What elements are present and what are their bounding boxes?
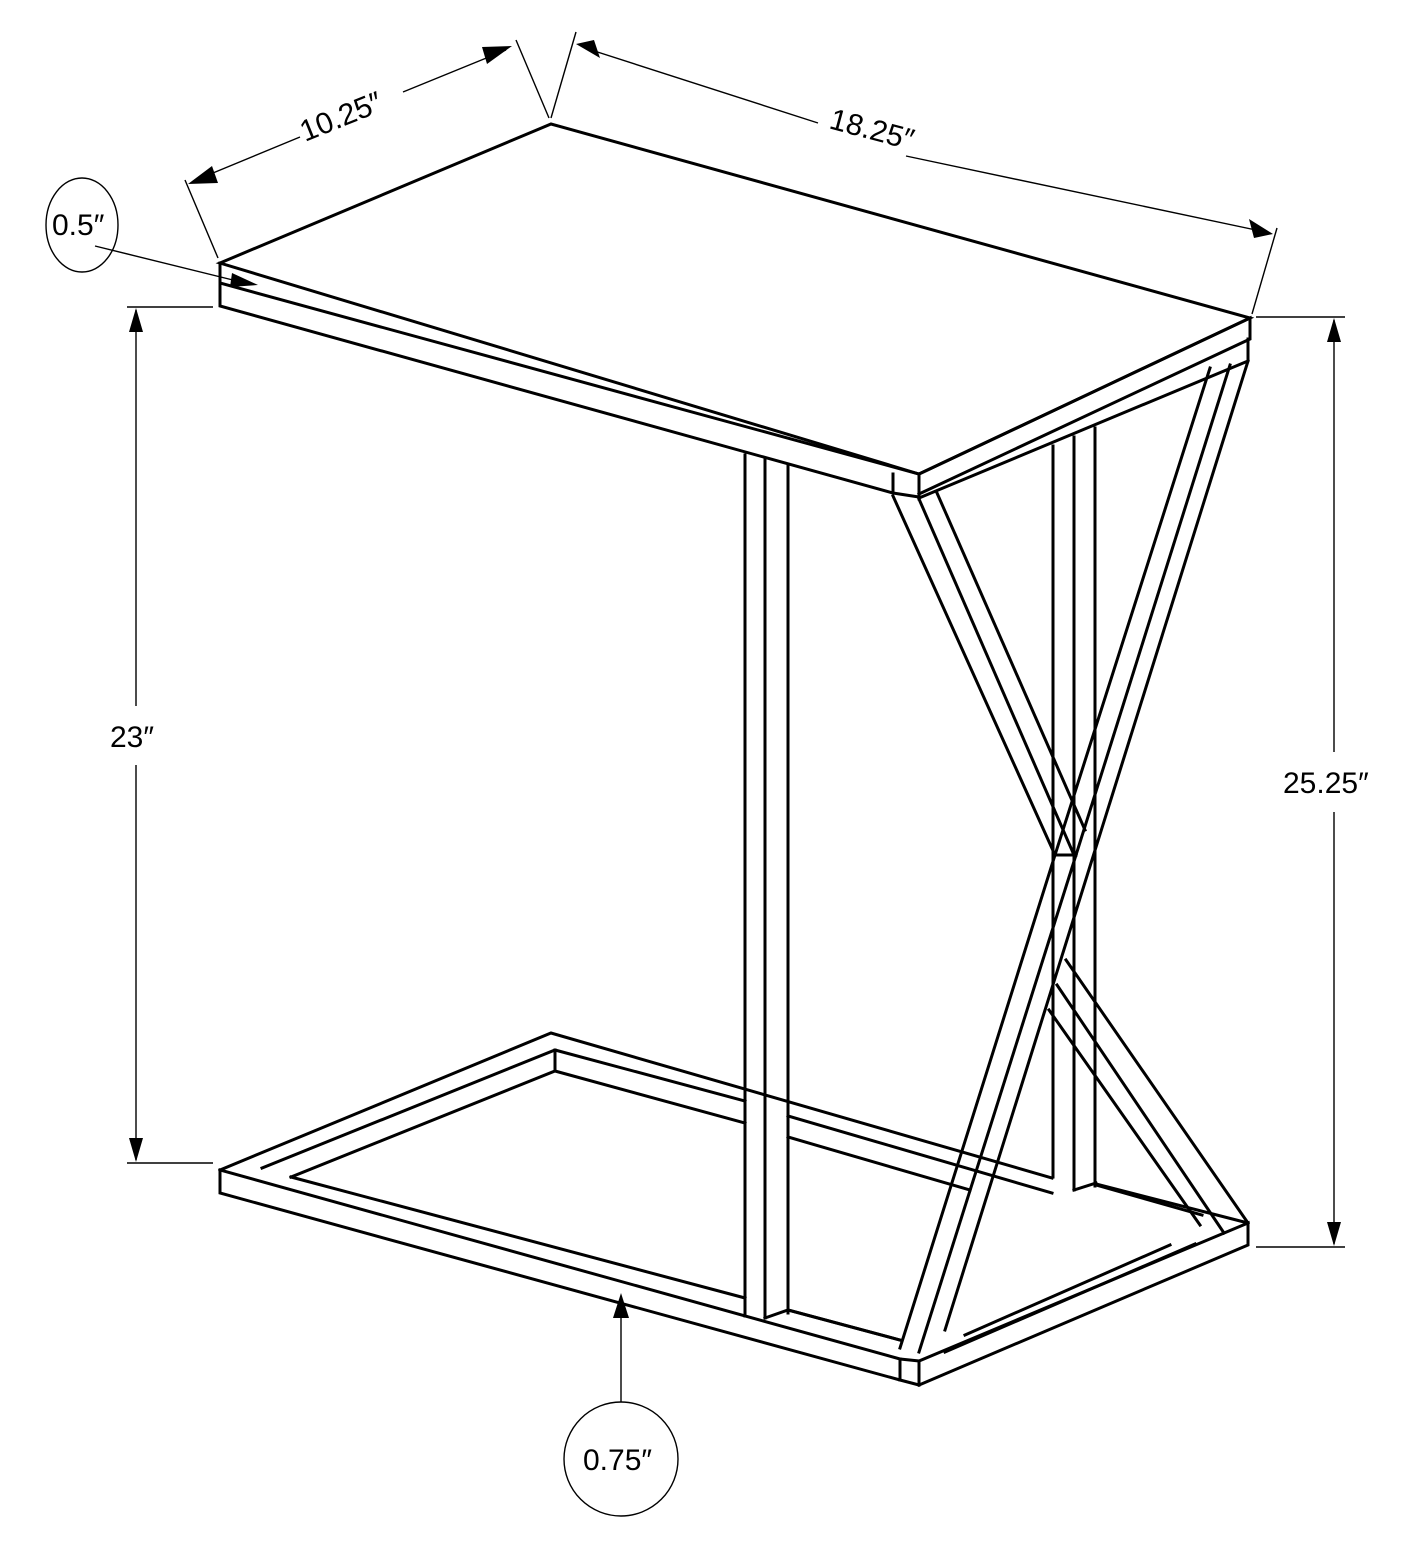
center-post — [743, 453, 790, 1320]
table-top — [215, 122, 1255, 501]
width-label: 18.25″ — [826, 103, 918, 157]
clearance-height-dimension: 23″ — [110, 306, 213, 1164]
overall-height-label: 25.25″ — [1283, 767, 1369, 800]
frame-thickness-callout: 0.75″ — [563, 1293, 679, 1517]
x-brace — [891, 359, 1251, 1354]
width-dimension: 18.25″ — [550, 31, 1278, 315]
frame-thickness-label: 0.75″ — [583, 1444, 652, 1477]
clearance-height-label: 23″ — [110, 721, 154, 754]
depth-label: 10.25″ — [295, 86, 387, 149]
top-thickness-callout: 0.5″ — [45, 177, 258, 287]
top-thickness-label: 0.5″ — [52, 209, 105, 242]
base-frame — [218, 1031, 1250, 1387]
overall-height-dimension: 25.25″ — [1256, 316, 1369, 1248]
rear-post — [1051, 426, 1097, 1192]
